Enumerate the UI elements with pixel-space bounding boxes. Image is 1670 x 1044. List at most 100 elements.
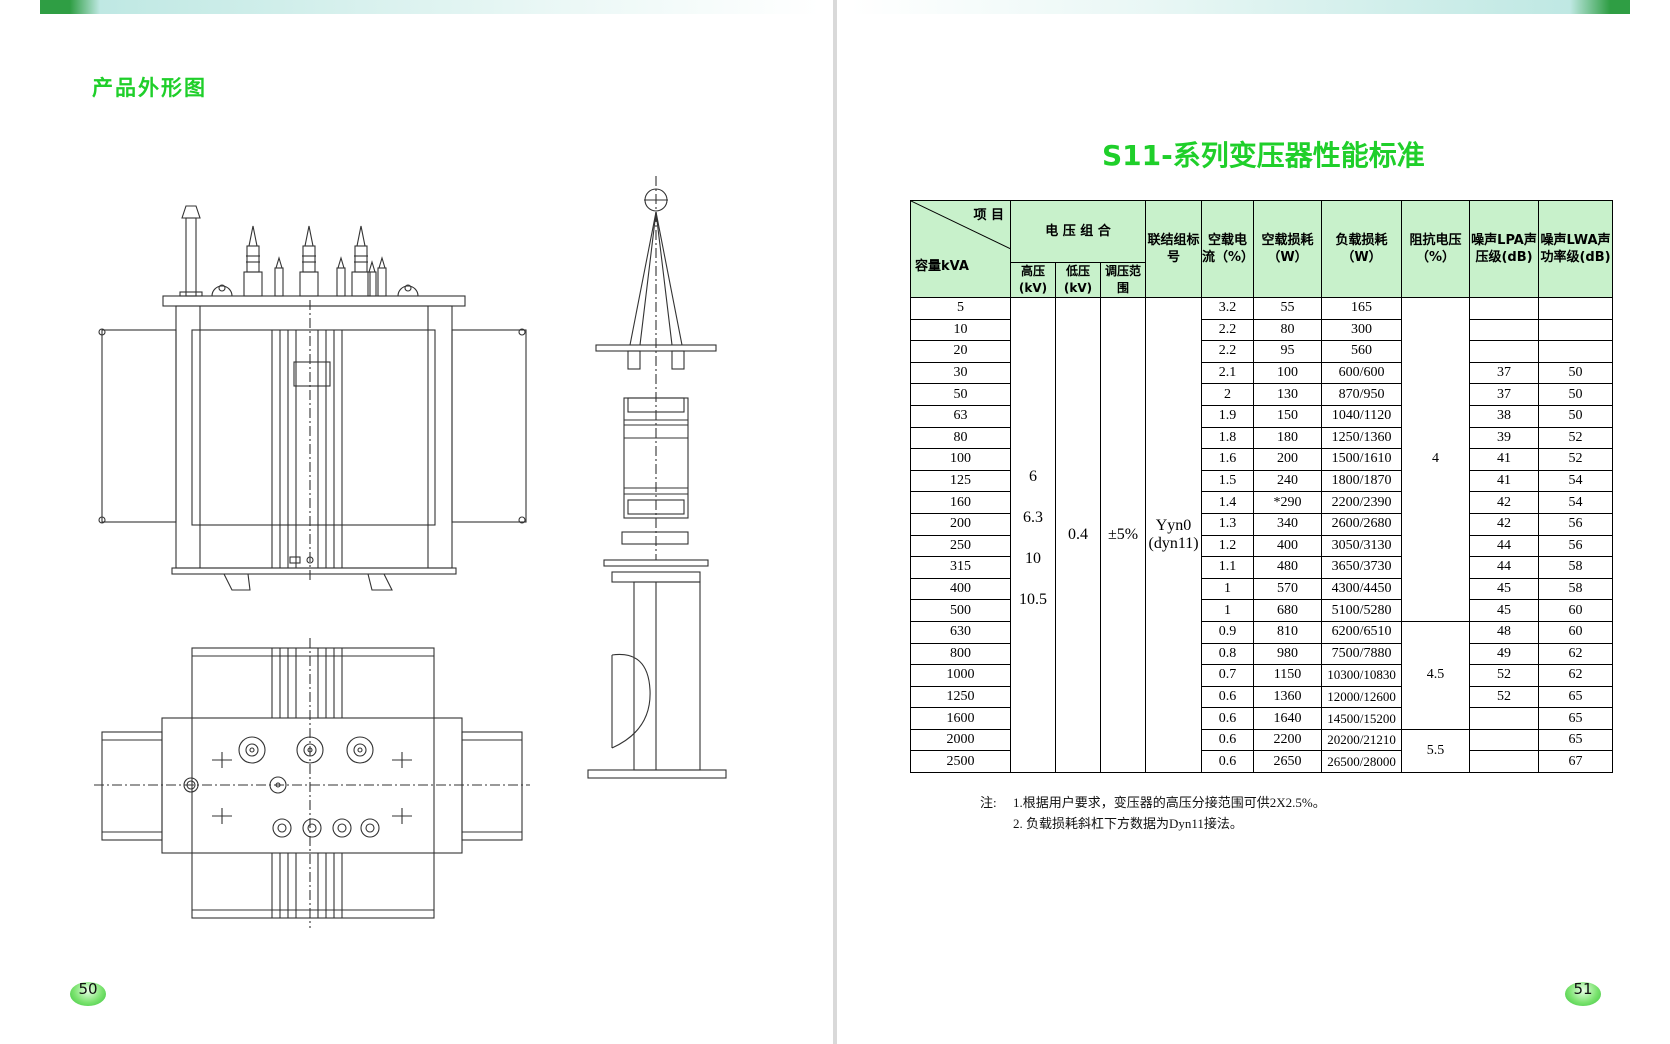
capacity-cell: 10 xyxy=(910,318,1011,342)
lpa-cell: 45 xyxy=(1469,577,1540,601)
lpa-cell xyxy=(1469,318,1540,342)
lpa-cell xyxy=(1469,728,1540,752)
load-loss-cell: 300 xyxy=(1321,318,1403,342)
capacity-label: 容量kVA xyxy=(915,259,969,274)
lwa-cell: 54 xyxy=(1538,469,1614,493)
capacity-cell: 5 xyxy=(910,297,1011,320)
lpa-cell: 41 xyxy=(1469,448,1540,471)
no-load-current-cell: 0.6 xyxy=(1201,728,1255,752)
capacity-cell: 1000 xyxy=(910,664,1011,687)
lwa-cell: 52 xyxy=(1538,448,1614,471)
load-loss-cell: 600/600 xyxy=(1321,361,1403,385)
load-loss-cell: 1040/1120 xyxy=(1321,404,1403,428)
lpa-cell: 44 xyxy=(1469,534,1540,558)
no-load-loss-cell: 1640 xyxy=(1253,707,1323,730)
vector-group-header: 联结组标号 xyxy=(1145,200,1203,298)
no-load-current-cell: 1.2 xyxy=(1201,534,1255,558)
hv-header: 高压(kV) xyxy=(1010,262,1056,298)
header-decoration-right xyxy=(850,0,1630,14)
page-number-left: 50 xyxy=(78,980,98,998)
lpa-cell: 42 xyxy=(1469,491,1540,514)
no-load-current-cell: 2.2 xyxy=(1201,318,1255,342)
no-load-loss-cell: 80 xyxy=(1253,318,1323,342)
lpa-cell xyxy=(1469,340,1540,363)
lpa-cell: 38 xyxy=(1469,404,1540,428)
no-load-current-cell: 3.2 xyxy=(1201,297,1255,320)
no-load-current-cell: 1.9 xyxy=(1201,404,1255,428)
no-load-loss-cell: 240 xyxy=(1253,469,1323,493)
no-load-loss-cell: 200 xyxy=(1253,448,1323,471)
lv-header: 低压(kV) xyxy=(1055,262,1101,298)
no-load-current-cell: 1.5 xyxy=(1201,469,1255,493)
lwa-cell: 56 xyxy=(1538,512,1614,536)
transformer-outline-drawing xyxy=(94,176,727,928)
load-loss-cell: 5100/5280 xyxy=(1321,599,1403,622)
load-loss-cell: 1800/1870 xyxy=(1321,469,1403,493)
no-load-loss-cell: 400 xyxy=(1253,534,1323,558)
capacity-cell: 63 xyxy=(910,404,1011,428)
no-load-loss-cell: 95 xyxy=(1253,340,1323,363)
page-number-badge-left: 50 xyxy=(70,980,106,1006)
no-load-loss-cell: 2200 xyxy=(1253,728,1323,752)
header-decoration xyxy=(40,0,820,14)
hv-value: 6 xyxy=(1029,468,1037,485)
capacity-cell: 1250 xyxy=(910,685,1011,709)
no-load-loss-cell: 980 xyxy=(1253,642,1323,666)
no-load-loss-cell: 810 xyxy=(1253,620,1323,644)
lpa-cell: 37 xyxy=(1469,383,1540,406)
load-loss-cell: 4300/4450 xyxy=(1321,577,1403,601)
no-load-loss-cell: 1360 xyxy=(1253,685,1323,709)
load-loss-cell: 7500/7880 xyxy=(1321,642,1403,666)
load-loss-cell: 2200/2390 xyxy=(1321,491,1403,514)
lpa-cell xyxy=(1469,750,1540,774)
lpa-cell xyxy=(1469,297,1540,320)
vector-group-value: (dyn11) xyxy=(1148,535,1199,553)
load-loss-cell: 10300/10830 xyxy=(1321,664,1403,687)
lwa-cell xyxy=(1538,318,1614,342)
lwa-cell: 58 xyxy=(1538,556,1614,579)
lpa-cell: 42 xyxy=(1469,512,1540,536)
no-load-current-cell: 0.6 xyxy=(1201,707,1255,730)
no-load-loss-cell: 180 xyxy=(1253,426,1323,450)
capacity-cell: 160 xyxy=(910,491,1011,514)
no-load-loss-cell: 2650 xyxy=(1253,750,1323,774)
lwa-cell: 54 xyxy=(1538,491,1614,514)
load-loss-cell: 12000/12600 xyxy=(1321,685,1403,709)
lpa-cell: 39 xyxy=(1469,426,1540,450)
no-load-loss-cell: *290 xyxy=(1253,491,1323,514)
capacity-cell: 400 xyxy=(910,577,1011,601)
section-title: 产品外形图 xyxy=(92,76,207,100)
page-number-badge-right: 51 xyxy=(1565,980,1601,1006)
capacity-cell: 20 xyxy=(910,340,1011,363)
lwa-cell xyxy=(1538,340,1614,363)
lpa-cell xyxy=(1469,707,1540,730)
no-load-current-cell: 1.3 xyxy=(1201,512,1255,536)
lpa-cell: 49 xyxy=(1469,642,1540,666)
no-load-current-cell: 1.6 xyxy=(1201,448,1255,471)
no-load-loss-cell: 55 xyxy=(1253,297,1323,320)
no-load-current-cell: 1 xyxy=(1201,599,1255,622)
no-load-current-cell: 0.7 xyxy=(1201,664,1255,687)
vector-group-value: Yyn0 xyxy=(1155,517,1192,535)
no-load-current-cell: 1.8 xyxy=(1201,426,1255,450)
lpa-cell: 52 xyxy=(1469,664,1540,687)
side-view xyxy=(587,176,727,779)
lpa-cell: 45 xyxy=(1469,599,1540,622)
no-load-current-cell: 1.4 xyxy=(1201,491,1255,514)
no-load-current-cell: 0.6 xyxy=(1201,750,1255,774)
impedance-cell: 5.5 xyxy=(1401,728,1471,774)
lwa-header: 噪声LWA声功率级(dB) xyxy=(1538,200,1614,298)
